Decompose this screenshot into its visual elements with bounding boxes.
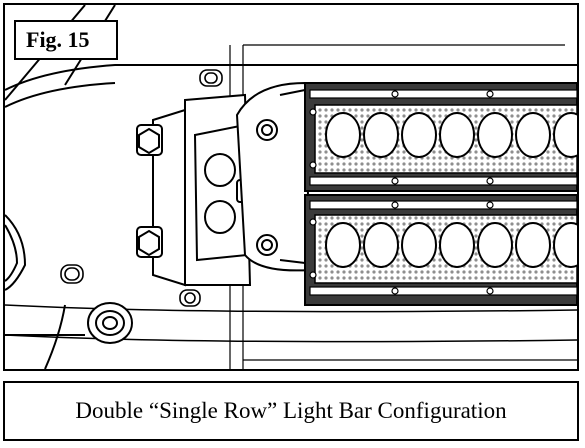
bar-end-mount (235, 81, 312, 272)
light-bar-illustration (5, 5, 577, 369)
figure-label: Fig. 15 (14, 20, 118, 60)
light-bar-bottom (304, 194, 577, 306)
left-component (5, 214, 27, 291)
mounting-bracket (136, 93, 252, 287)
light-bar-top (304, 82, 577, 192)
caption-box: Double “Single Row” Light Bar Configurat… (3, 381, 579, 441)
frame-slots (60, 69, 223, 307)
figure-frame: Fig. 15 (3, 3, 579, 371)
hex-fitting (87, 302, 133, 344)
figure-caption: Double “Single Row” Light Bar Configurat… (75, 398, 507, 423)
